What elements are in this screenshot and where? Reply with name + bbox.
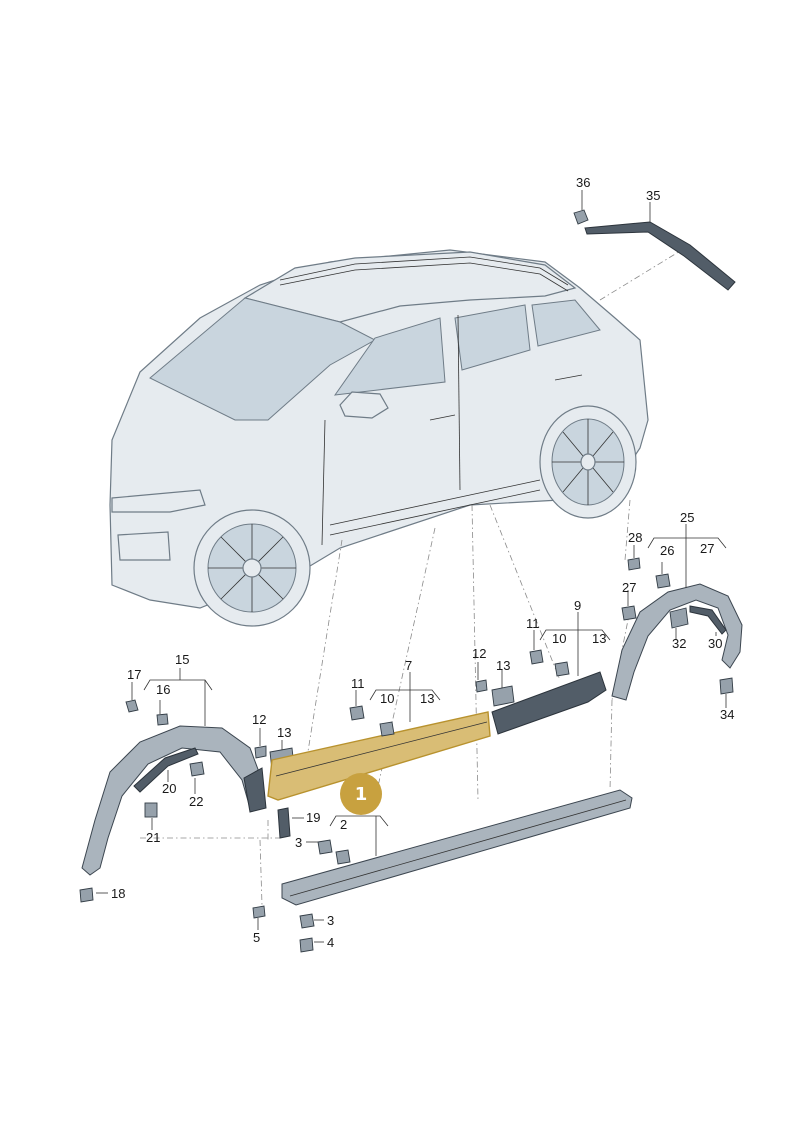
label-26: 26	[660, 543, 674, 558]
label-25: 25	[680, 510, 694, 525]
label-34: 34	[720, 707, 734, 722]
label-35: 35	[646, 188, 660, 203]
part-32-bracket	[669, 607, 689, 629]
label-28: 28	[628, 530, 642, 545]
part-11-clip-front	[349, 705, 365, 721]
label-13-rear: 13	[496, 658, 510, 673]
label-3-lower: 3	[327, 913, 334, 928]
part-10-clip-rear	[554, 661, 570, 677]
label-32: 32	[672, 636, 686, 651]
part-10-clip-front	[379, 721, 395, 737]
part-labels: 36 35 25 28 26 27 27 30 32 34 9 11 10 13…	[111, 175, 734, 950]
label-3-upper: 3	[295, 835, 302, 850]
part-16-clip	[156, 713, 169, 726]
part-1-door-trim-highlighted	[267, 711, 491, 801]
part-36-clip	[573, 209, 589, 225]
label-22: 22	[189, 794, 203, 809]
label-9: 9	[574, 598, 581, 613]
part-18-screw	[79, 887, 94, 903]
part-22-clip	[189, 761, 205, 777]
label-19: 19	[306, 810, 320, 825]
label-27-top: 27	[700, 541, 714, 556]
part-30-strip	[689, 605, 727, 635]
part-15-front-wheel-arch	[81, 725, 263, 876]
part-34-screw	[719, 677, 734, 695]
label-13-front-top: 13	[420, 691, 434, 706]
vehicle-illustration	[109, 249, 649, 627]
part-13-bracket-rear	[491, 685, 515, 707]
label-13-rear-top: 13	[592, 631, 606, 646]
label-10-rear: 10	[552, 631, 566, 646]
part-4-screw	[299, 937, 314, 953]
label-12-rear: 12	[472, 646, 486, 661]
part-5-screw	[252, 905, 266, 919]
part-35-roof-trim	[584, 221, 736, 291]
part-27-clip	[621, 605, 637, 621]
label-2: 2	[340, 817, 347, 832]
label-20: 20	[162, 781, 176, 796]
part-12-screw-rear	[475, 679, 488, 693]
label-5: 5	[253, 930, 260, 945]
part-26-clip	[655, 573, 671, 589]
part-21-bracket	[144, 802, 158, 818]
part-3-clip-lower	[299, 913, 315, 929]
label-7: 7	[405, 658, 412, 673]
part-9-rear-door-trim	[491, 671, 607, 735]
sill-end-piece	[243, 767, 267, 813]
label-10-front: 10	[380, 691, 394, 706]
badge-label: 1	[355, 784, 368, 805]
label-17: 17	[127, 667, 141, 682]
part-clip-sill	[335, 849, 351, 865]
label-12-front: 12	[252, 712, 266, 727]
label-18: 18	[111, 886, 125, 901]
label-16: 16	[156, 682, 170, 697]
part-11-clip-rear	[529, 649, 544, 665]
part-19-end-cap	[277, 807, 291, 839]
label-27-side: 27	[622, 580, 636, 595]
part-3-clip	[317, 839, 333, 855]
callout-lines	[96, 190, 727, 943]
label-15: 15	[175, 652, 189, 667]
label-21: 21	[146, 830, 160, 845]
part-25-rear-wheel-arch	[611, 583, 743, 701]
label-4: 4	[327, 935, 334, 950]
part-2-sill-panel	[281, 789, 633, 906]
part-28-clip	[627, 557, 641, 571]
part-17-clip	[125, 699, 139, 713]
callout-badge-1: 1	[340, 773, 382, 815]
label-11-rear: 11	[526, 616, 540, 631]
part-20-seal-strip	[133, 747, 199, 793]
label-36: 36	[576, 175, 590, 190]
part-12-screw-front	[254, 745, 267, 759]
label-30: 30	[708, 636, 722, 651]
label-13-front: 13	[277, 725, 291, 740]
label-11-front: 11	[351, 676, 365, 691]
